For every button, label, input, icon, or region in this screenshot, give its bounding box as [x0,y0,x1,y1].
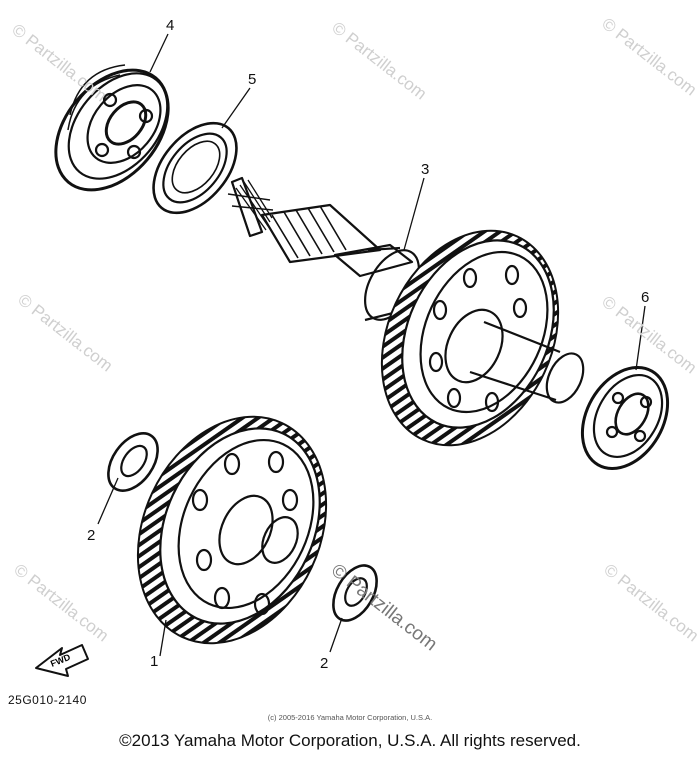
washer-part-2-left [107,432,159,492]
bearing-part-4 [54,64,170,192]
diagram-code: 25G010-2140 [8,693,87,707]
main-copyright: ©2013 Yamaha Motor Corporation, U.S.A. A… [119,731,581,750]
callout-4: 4 [166,17,175,34]
callout-2-right: 2 [320,655,329,672]
bearing-part-6 [580,366,670,470]
leader-lines [97,33,646,657]
fwd-arrow-icon [35,644,89,677]
gear-part-1 [136,415,328,645]
callout-2-left: 2 [87,527,96,544]
washer-part-2-right [332,564,378,622]
callout-6: 6 [641,289,650,306]
callout-5: 5 [248,71,257,88]
gear-on-shaft-3 [380,229,585,447]
shaft-part-3 [227,176,421,322]
callout-1: 1 [150,653,159,670]
callout-3: 3 [421,161,430,178]
oil-seal-part-5 [152,121,238,215]
small-copyright: (c) 2005-2016 Yamaha Motor Corporation, … [267,713,433,722]
